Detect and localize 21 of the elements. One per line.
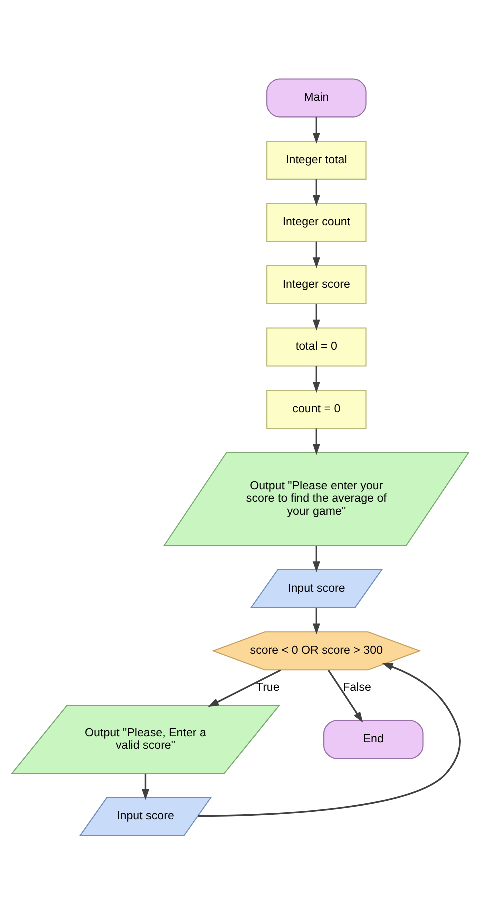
node-box: Integer score xyxy=(266,264,367,304)
node-box: count = 0 xyxy=(266,389,367,429)
arrow xyxy=(328,670,364,722)
edge-label: False xyxy=(343,680,372,694)
edge-label: True xyxy=(256,680,280,694)
arrow xyxy=(142,773,150,800)
arrow xyxy=(312,304,320,330)
node-box: total = 0 xyxy=(266,327,367,366)
node-box: Main xyxy=(266,78,367,118)
arrow xyxy=(312,366,320,392)
node-box: End xyxy=(324,720,424,759)
arrow xyxy=(312,116,320,144)
arrow xyxy=(312,179,320,206)
node-box: Integer count xyxy=(266,202,367,242)
arrow xyxy=(198,662,461,817)
arrow xyxy=(312,546,320,572)
arrow xyxy=(208,669,282,707)
arrow xyxy=(312,241,320,268)
arrow xyxy=(312,607,320,634)
arrow xyxy=(312,428,320,455)
node-box: Integer total xyxy=(266,140,367,180)
